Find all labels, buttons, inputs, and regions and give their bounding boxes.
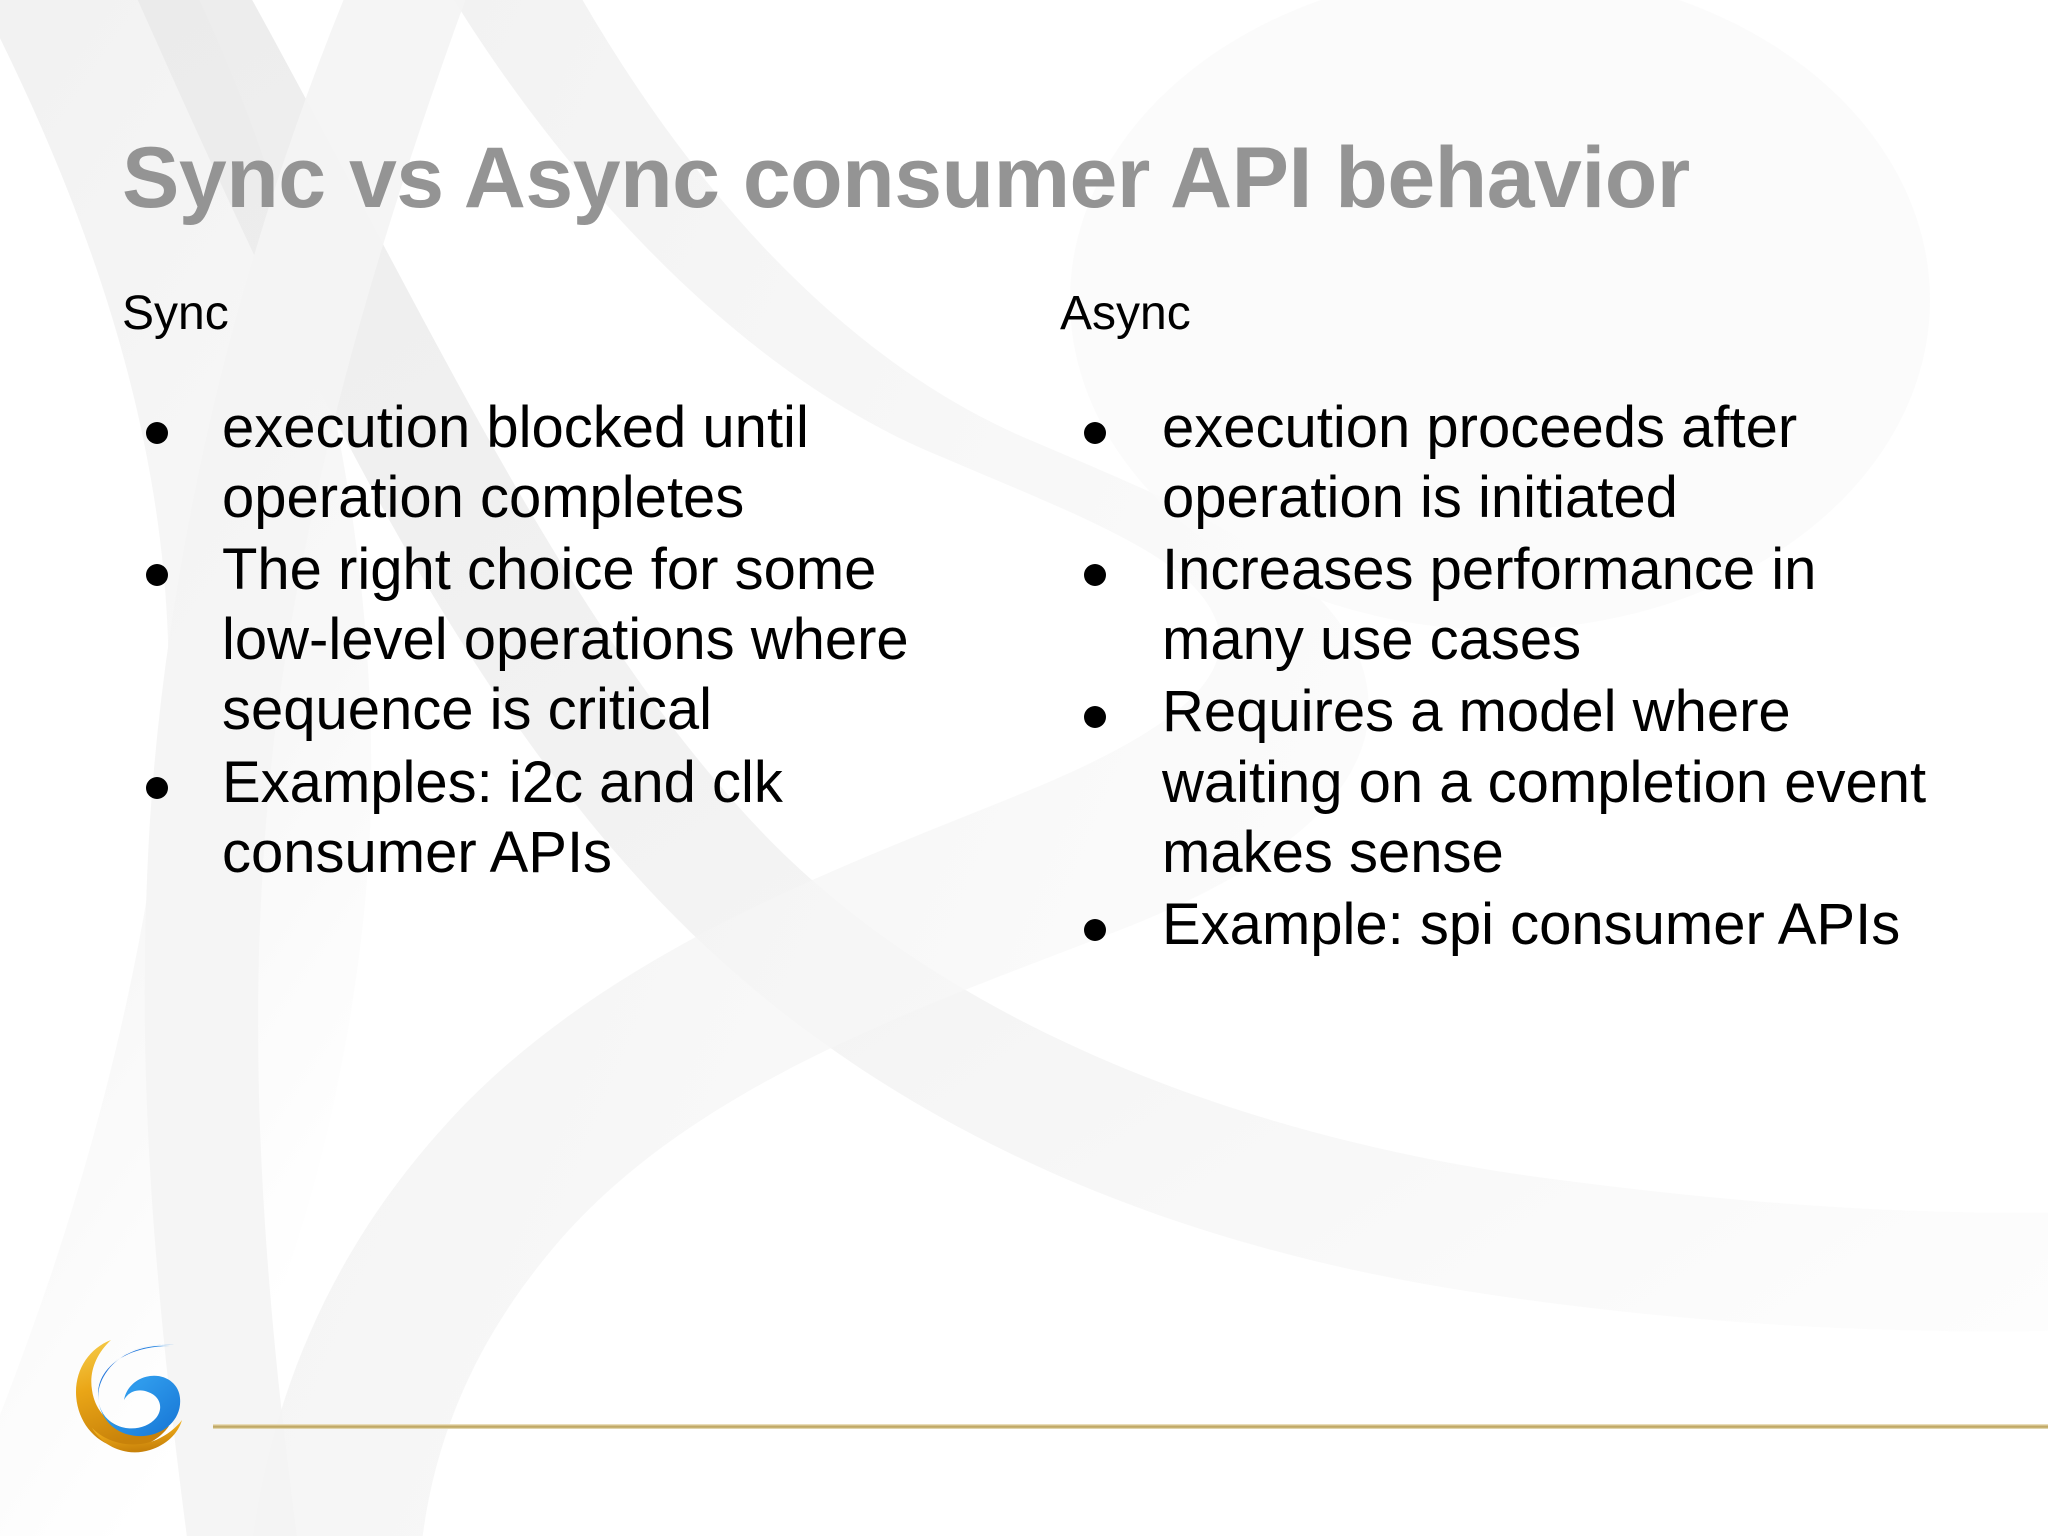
collabora-swirl-logo [66, 1330, 194, 1458]
column-heading-async: Async [1060, 287, 1191, 340]
logo-icon [76, 1340, 182, 1453]
list-item: Requires a model where waiting on a comp… [1060, 677, 1940, 888]
slide-title: Sync vs Async consumer API behavior [122, 129, 1690, 226]
list-item: execution proceeds after operation is in… [1060, 393, 1940, 533]
content-columns: Sync execution blocked until operation c… [0, 287, 2048, 1288]
bullet-list-sync: execution blocked until operation comple… [122, 393, 962, 888]
column-heading-sync: Sync [122, 287, 229, 340]
bullet-list-async: execution proceeds after operation is in… [1060, 393, 1940, 960]
list-item: Increases performance in many use cases [1060, 535, 1940, 675]
column-async: Async execution proceeds after operation… [1060, 287, 1940, 962]
list-item: The right choice for some low-level oper… [122, 535, 962, 746]
list-item: execution blocked until operation comple… [122, 393, 962, 533]
footer-divider [213, 1424, 2048, 1429]
list-item: Example: spi consumer APIs [1060, 890, 1940, 960]
list-item: Examples: i2c and clk consumer APIs [122, 748, 962, 888]
column-sync: Sync execution blocked until operation c… [122, 287, 962, 890]
